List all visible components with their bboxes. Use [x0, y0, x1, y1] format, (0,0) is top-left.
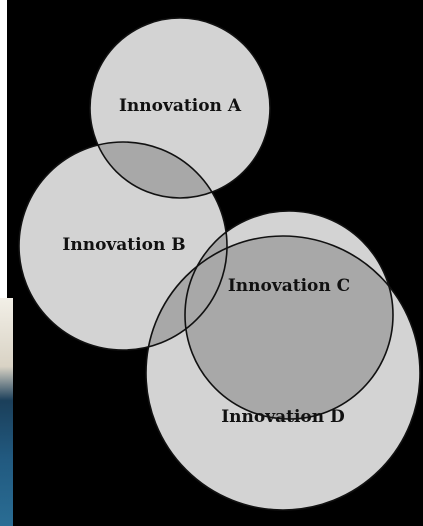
outline-innovation-b	[18, 141, 228, 351]
background-edge-top	[0, 0, 7, 298]
label-innovation-a: Innovation A	[119, 96, 242, 116]
label-innovation-b: Innovation B	[62, 235, 185, 255]
label-innovation-d: Innovation D	[221, 407, 345, 427]
background-edge-photo	[0, 298, 13, 526]
outline-innovation-a	[89, 17, 271, 199]
circle-outlines	[18, 17, 421, 511]
label-innovation-c: Innovation C	[228, 276, 350, 296]
overlap-a-b	[90, 142, 227, 198]
outline-innovation-d	[145, 235, 421, 511]
overlap-c-d	[185, 236, 393, 419]
outline-innovation-c	[184, 210, 394, 420]
overlap-regions	[90, 142, 393, 419]
